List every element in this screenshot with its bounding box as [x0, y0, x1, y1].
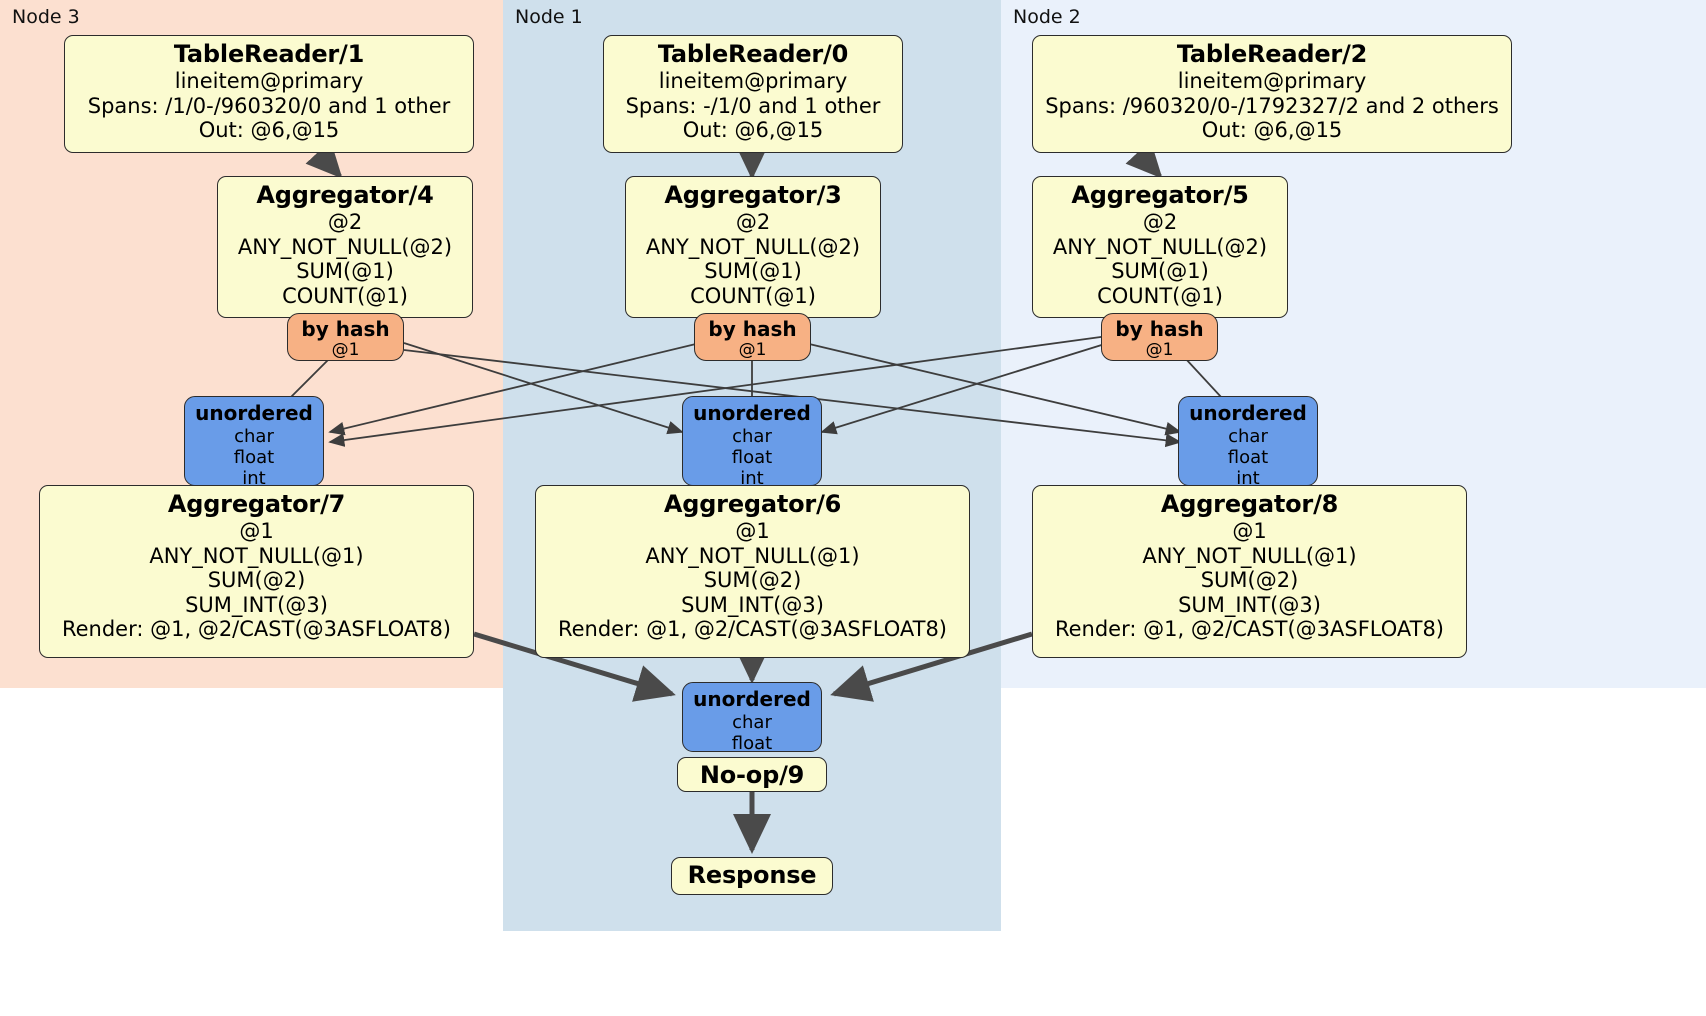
box-line: @1 — [1232, 519, 1267, 544]
box-line: @1 — [735, 519, 770, 544]
box-title: Response — [687, 861, 817, 889]
sync-line: char — [234, 425, 274, 447]
processor-aggregator-3[interactable]: Aggregator/3 @2 ANY_NOT_NULL(@2) SUM(@1)… — [625, 176, 881, 318]
sync-line: char — [1228, 425, 1268, 447]
processor-aggregator-4[interactable]: Aggregator/4 @2 ANY_NOT_NULL(@2) SUM(@1)… — [217, 176, 473, 318]
box-line: @2 — [327, 210, 363, 235]
box-title: Aggregator/5 — [1071, 181, 1249, 209]
processor-response[interactable]: Response — [671, 857, 833, 895]
box-line: SUM(@2) — [1200, 568, 1299, 593]
box-title: Aggregator/6 — [663, 490, 842, 518]
box-line: SUM_INT(@3) — [681, 592, 824, 617]
box-line: SUM(@1) — [296, 259, 394, 284]
node-panel-label-node2: Node 2 — [1013, 6, 1081, 28]
box-line: SUM(@2) — [703, 568, 802, 593]
box-line: lineitem@primary — [174, 69, 364, 94]
box-line: SUM_INT(@3) — [1178, 592, 1321, 617]
router-line: @1 — [331, 340, 360, 361]
box-title: Aggregator/7 — [167, 490, 346, 518]
box-line: Render: @1, @2/CAST(@3ASFLOAT8) — [557, 617, 948, 642]
box-line: ANY_NOT_NULL(@2) — [1052, 234, 1268, 259]
box-line: ANY_NOT_NULL(@1) — [1142, 543, 1357, 568]
box-line: ANY_NOT_NULL(@1) — [149, 543, 364, 568]
router-by-hash-right[interactable]: by hash @1 — [1101, 313, 1218, 361]
box-title: TableReader/2 — [1176, 40, 1368, 68]
box-title: TableReader/0 — [657, 40, 849, 68]
router-title: by hash — [1115, 317, 1204, 341]
sync-line: int — [1236, 468, 1260, 490]
processor-aggregator-8[interactable]: Aggregator/8 @1 ANY_NOT_NULL(@1) SUM(@2)… — [1032, 485, 1467, 658]
box-title: No-op/9 — [699, 761, 805, 789]
box-line: Out: @6,@15 — [198, 118, 340, 143]
synchronizer-unordered-final[interactable]: unordered char float — [682, 682, 822, 754]
box-line: Spans: /1/0-/960320/0 and 1 other — [87, 93, 451, 118]
box-line: lineitem@primary — [1177, 69, 1367, 94]
processor-aggregator-6[interactable]: Aggregator/6 @1 ANY_NOT_NULL(@1) SUM(@2)… — [535, 485, 970, 658]
box-line: Out: @6,@15 — [1201, 118, 1343, 143]
router-line: @1 — [1145, 340, 1174, 361]
router-by-hash-mid[interactable]: by hash @1 — [694, 313, 811, 361]
box-line: SUM(@1) — [1111, 259, 1209, 284]
box-line: Render: @1, @2/CAST(@3ASFLOAT8) — [61, 617, 452, 642]
sync-line: char — [732, 425, 772, 447]
box-line: Spans: -/1/0 and 1 other — [625, 93, 881, 118]
box-line: lineitem@primary — [658, 69, 848, 94]
box-line: SUM(@1) — [704, 259, 802, 284]
box-line: @2 — [1142, 210, 1178, 235]
sync-line: float — [233, 446, 275, 468]
box-title: Aggregator/8 — [1160, 490, 1339, 518]
box-line: ANY_NOT_NULL(@2) — [237, 234, 453, 259]
processor-noop-9[interactable]: No-op/9 — [677, 757, 827, 792]
box-line: COUNT(@1) — [690, 283, 816, 308]
box-line: COUNT(@1) — [1097, 283, 1223, 308]
box-line: SUM(@2) — [207, 568, 306, 593]
box-line: ANY_NOT_NULL(@1) — [645, 543, 860, 568]
node-panel-label-node1: Node 1 — [515, 6, 583, 28]
box-line: Out: @6,@15 — [682, 118, 824, 143]
box-title: Aggregator/4 — [256, 181, 434, 209]
processor-aggregator-5[interactable]: Aggregator/5 @2 ANY_NOT_NULL(@2) SUM(@1)… — [1032, 176, 1288, 318]
router-title: by hash — [708, 317, 797, 341]
sync-line: float — [1227, 446, 1269, 468]
processor-aggregator-7[interactable]: Aggregator/7 @1 ANY_NOT_NULL(@1) SUM(@2)… — [39, 485, 474, 658]
synchronizer-unordered-right[interactable]: unordered char float int — [1178, 396, 1318, 490]
router-by-hash-left[interactable]: by hash @1 — [287, 313, 404, 361]
processor-tablereader-1[interactable]: TableReader/1 lineitem@primary Spans: /1… — [64, 35, 474, 153]
sync-title: unordered — [195, 401, 313, 425]
node-panel-label-node3: Node 3 — [12, 6, 80, 28]
synchronizer-unordered-left[interactable]: unordered char float int — [184, 396, 324, 490]
router-title: by hash — [301, 317, 390, 341]
box-line: Render: @1, @2/CAST(@3ASFLOAT8) — [1054, 617, 1445, 642]
synchronizer-unordered-mid[interactable]: unordered char float int — [682, 396, 822, 490]
sync-line: char — [732, 711, 772, 733]
sync-title: unordered — [1189, 401, 1307, 425]
sync-title: unordered — [693, 687, 811, 711]
sync-line: int — [740, 468, 764, 490]
box-line: ANY_NOT_NULL(@2) — [645, 234, 861, 259]
sync-line: float — [731, 732, 773, 754]
box-line: Spans: /960320/0-/1792327/2 and 2 others — [1045, 93, 1499, 118]
sync-line: int — [242, 468, 266, 490]
box-line: SUM_INT(@3) — [185, 592, 328, 617]
sync-title: unordered — [693, 401, 811, 425]
processor-tablereader-2[interactable]: TableReader/2 lineitem@primary Spans: /9… — [1032, 35, 1512, 153]
box-line: COUNT(@1) — [282, 283, 408, 308]
router-line: @1 — [738, 340, 767, 361]
box-title: Aggregator/3 — [664, 181, 842, 209]
box-title: TableReader/1 — [173, 40, 365, 68]
box-line: @1 — [239, 519, 274, 544]
sync-line: float — [731, 446, 773, 468]
box-line: @2 — [735, 210, 771, 235]
processor-tablereader-0[interactable]: TableReader/0 lineitem@primary Spans: -/… — [603, 35, 903, 153]
